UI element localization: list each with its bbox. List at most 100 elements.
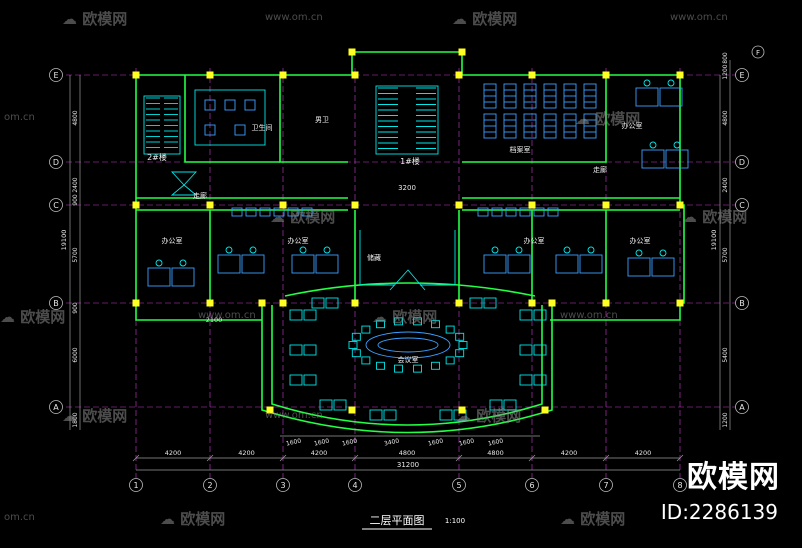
dim-text: 4200	[635, 449, 652, 457]
office-desk	[507, 254, 531, 274]
axis-label: A	[739, 403, 745, 412]
cabinet	[519, 207, 531, 217]
column	[351, 201, 359, 209]
dim-text: 4200	[311, 449, 328, 457]
column	[351, 71, 359, 79]
sofa	[369, 409, 383, 421]
dim-text: 1600	[458, 437, 475, 447]
dim-text: 4200	[238, 449, 255, 457]
office-chair	[643, 79, 651, 87]
wall-outlines	[135, 51, 685, 434]
column	[602, 299, 610, 307]
room-label-meeting: 会议室	[398, 355, 419, 364]
watermark-url: www.om.cn	[265, 410, 323, 421]
dim-text: 1600	[341, 437, 358, 447]
room-label-archives: 档案室	[510, 145, 531, 154]
axis-label: 7	[603, 481, 608, 490]
axis-bubble	[735, 400, 749, 414]
meeting-chair	[351, 349, 361, 358]
cabinet	[245, 207, 257, 217]
office-desk	[651, 257, 675, 277]
axis-bubble	[49, 155, 63, 169]
column	[458, 48, 466, 56]
sofa	[533, 374, 547, 386]
sofa	[333, 399, 347, 411]
axis-label: D	[53, 158, 59, 167]
watermark-logo: ☁ 欧模网	[456, 407, 522, 425]
corridor-width-label: 3200	[398, 184, 416, 192]
axis-bubble	[673, 478, 687, 492]
dim-tick	[455, 454, 463, 462]
column	[528, 71, 536, 79]
office-chair	[299, 246, 307, 254]
column	[676, 299, 684, 307]
column	[548, 299, 556, 307]
column	[258, 299, 266, 307]
room-label-office_right: 办公室	[524, 236, 545, 245]
column	[266, 406, 274, 414]
watermark-url: www.om.cn	[560, 310, 618, 321]
room-label-toilet_m: 男卫	[315, 116, 329, 124]
office-desk	[147, 267, 171, 287]
dim-text: 1200	[722, 64, 729, 79]
structural-columns	[132, 48, 684, 414]
column	[279, 299, 287, 307]
column	[206, 299, 214, 307]
axis-bubble	[452, 478, 466, 492]
stair-2	[143, 95, 181, 155]
dim-text: 31200	[397, 461, 419, 469]
column	[279, 201, 287, 209]
sofa	[303, 374, 317, 386]
meeting-chair	[348, 341, 358, 349]
office-chair	[515, 246, 523, 254]
column	[676, 201, 684, 209]
sofa	[325, 297, 339, 309]
dim-text: 900	[72, 194, 79, 206]
room-label-toilet: 卫生间	[252, 123, 273, 132]
watermark-logo: ☁ 欧模网	[575, 110, 641, 128]
dim-text: 2100	[206, 316, 223, 324]
dim-tick	[676, 454, 684, 462]
dimension-lines	[49, 45, 765, 492]
watermark-url: om.cn	[4, 112, 35, 123]
dim-text: 1800	[72, 412, 79, 427]
dim-tick	[132, 454, 140, 462]
sofa	[303, 309, 317, 321]
exterior-wall	[261, 300, 553, 434]
sofa	[289, 309, 303, 321]
office-chair	[225, 246, 233, 254]
stair-2-turn	[170, 171, 198, 196]
axis-label: 5	[456, 481, 461, 490]
dim-tick	[351, 454, 359, 462]
stair-1	[375, 85, 439, 155]
column	[455, 299, 463, 307]
cabinet	[301, 207, 313, 217]
column	[676, 71, 684, 79]
dim-text: 1600	[285, 437, 302, 447]
meeting-chair	[431, 361, 440, 370]
exterior-wall	[271, 305, 543, 426]
office-desk	[579, 254, 603, 274]
office-desk	[627, 257, 651, 277]
sofa	[319, 399, 333, 411]
axis-label: B	[53, 299, 59, 308]
cabinet	[477, 207, 489, 217]
drawing-scale: 1:100	[445, 517, 465, 525]
column	[132, 71, 140, 79]
office-desk	[635, 87, 659, 107]
office-chair	[323, 246, 331, 254]
axis-label: 2	[207, 481, 212, 490]
dim-text: 5400	[722, 347, 729, 362]
axis-label: E	[739, 71, 744, 80]
office-chair	[587, 246, 595, 254]
cabinet	[287, 207, 299, 217]
axis-label: B	[739, 299, 745, 308]
sofa	[289, 374, 303, 386]
room-label-office_top_right: 办公室	[622, 121, 643, 130]
meeting-chair	[445, 325, 455, 334]
axis-label: E	[53, 71, 58, 80]
dim-text: 4800	[722, 110, 729, 125]
watermark-url: www.om.cn	[198, 310, 256, 321]
column	[132, 299, 140, 307]
exterior-wall	[135, 75, 262, 321]
